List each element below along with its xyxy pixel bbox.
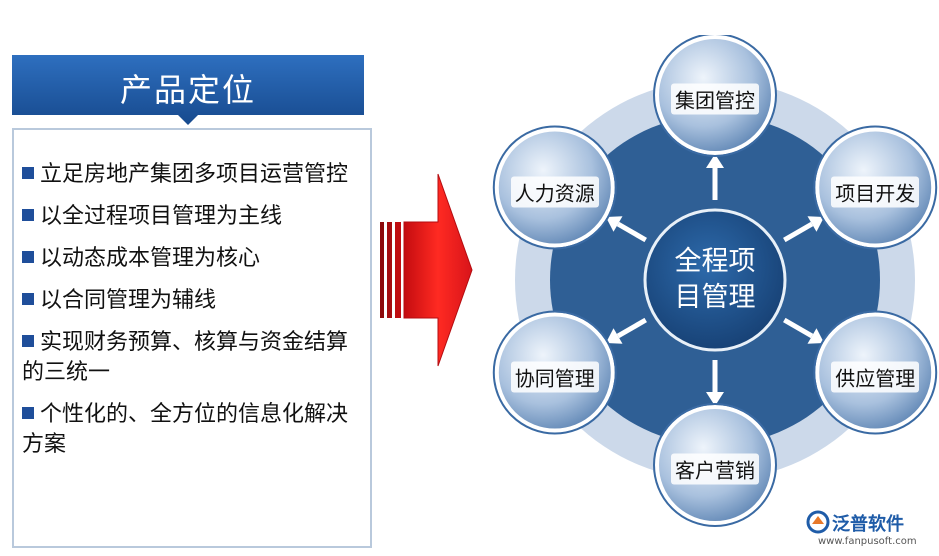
hub-node-ring: [492, 310, 617, 435]
watermark-url: www.fanpusoft.com: [818, 536, 917, 547]
node-label-hr: 人力资源: [510, 176, 599, 207]
watermark-name: 泛普软件: [832, 514, 904, 535]
panel-title: 产品定位: [119, 71, 256, 109]
list-item: 立足房地产集团多项目运营管控: [22, 160, 362, 190]
bullet-square-icon: [22, 335, 34, 347]
list-item-text: 以全过程项目管理为主线: [40, 204, 283, 229]
hub-arrow-head: [706, 154, 724, 168]
hub-arrow-shaft: [616, 221, 647, 243]
red-arrow-icon: [380, 173, 473, 367]
center-label: 全程项 目管理: [660, 244, 770, 316]
hub-node-ring: [492, 125, 617, 250]
center-label-line: 全程项: [674, 246, 756, 277]
list-item: 以全过程项目管理为主线: [22, 202, 362, 232]
panel-body: 立足房地产集团多项目运营管控 以全过程项目管理为主线 以动态成本管理为核心 以合…: [12, 128, 372, 548]
list-item-text: 立足房地产集团多项目运营管控: [40, 162, 349, 187]
list-item-text: 以动态成本管理为核心: [40, 246, 261, 271]
center-label-line: 目管理: [674, 282, 756, 313]
hub-node-ring: [813, 310, 938, 435]
node-label-marketing: 客户营销: [671, 453, 759, 485]
hub-arrow-shaft: [616, 317, 647, 339]
hub-arrow-shaft: [783, 221, 814, 243]
fanpu-logo-icon: [806, 510, 830, 534]
node-label-supply: 供应管理: [831, 361, 920, 392]
hub-arrow-head: [807, 216, 825, 232]
node-label-collaboration: 协同管理: [510, 361, 599, 392]
bullet-square-icon: [22, 407, 34, 419]
bullet-list: 立足房地产集团多项目运营管控 以全过程项目管理为主线 以动态成本管理为核心 以合…: [22, 160, 362, 460]
list-item: 以动态成本管理为核心: [22, 244, 362, 274]
list-item-text: 以合同管理为辅线: [40, 288, 217, 313]
hub-node-ring: [653, 403, 777, 527]
center-circle: [643, 208, 787, 352]
hub-arrow-head: [706, 392, 724, 406]
panel-header: 产品定位: [12, 55, 364, 125]
node-label-group-control: 集团管控: [671, 83, 759, 115]
hub-arrow-head: [605, 328, 623, 344]
hub-diagram: 全程项 目管理 集团管控 项目开发 供应管理 客户营销 协同管理 人力资源: [480, 33, 939, 550]
node-label-project-dev: 项目开发: [831, 176, 920, 207]
hub-arrows: [605, 154, 825, 406]
hub-node-ring: [813, 125, 938, 250]
bullet-square-icon: [22, 209, 34, 221]
bullet-square-icon: [22, 167, 34, 179]
list-item: 实现财务预算、核算与资金结算的三统一: [22, 328, 362, 388]
hub-arrow-shaft: [783, 317, 814, 339]
bullet-square-icon: [22, 251, 34, 263]
list-item-text: 个性化的、全方位的信息化解决方案: [22, 402, 349, 457]
hub-arrow-head: [605, 216, 623, 232]
list-item-text: 实现财务预算、核算与资金结算的三统一: [22, 330, 349, 385]
list-item: 个性化的、全方位的信息化解决方案: [22, 400, 362, 460]
list-item: 以合同管理为辅线: [22, 286, 362, 316]
header-banner-shape: [12, 55, 364, 125]
bullet-square-icon: [22, 293, 34, 305]
hub-arrow-head: [807, 328, 825, 344]
